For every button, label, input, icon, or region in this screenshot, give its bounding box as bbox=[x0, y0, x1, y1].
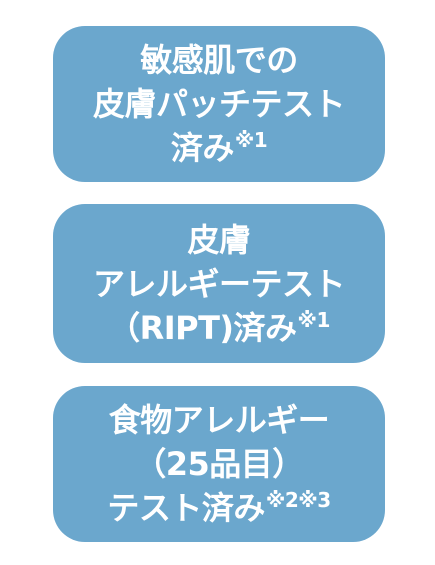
badge-1-line-1: 敏感肌での bbox=[140, 41, 298, 79]
badge-3-footnote-mark: ※2※3 bbox=[265, 488, 331, 513]
badge-1-line-3: 済み※1 bbox=[170, 126, 268, 170]
badge-1-footnote-mark: ※1 bbox=[234, 128, 268, 153]
badge-2-line-3-text: （RIPT)済み bbox=[108, 308, 297, 347]
badge-3-line-1: 食物アレルギー bbox=[108, 401, 330, 439]
badge-1-line-2: 皮膚パッチテスト bbox=[92, 85, 346, 123]
food-allergy-test-badge: 食物アレルギー （25品目） テスト済み※2※3 bbox=[53, 386, 385, 542]
badge-3-line-2: （25品目） bbox=[134, 445, 304, 483]
skin-allergy-ript-test-badge: 皮膚 アレルギーテスト （RIPT)済み※1 bbox=[53, 204, 385, 363]
badge-2-footnote-mark: ※1 bbox=[297, 307, 331, 332]
badge-2-line-3: （RIPT)済み※1 bbox=[108, 306, 330, 350]
badge-3-line-3: テスト済み※2※3 bbox=[107, 486, 331, 530]
badge-2-line-1: 皮膚 bbox=[187, 220, 251, 259]
badge-2-line-2: アレルギーテスト bbox=[92, 264, 346, 303]
sensitive-skin-patch-test-badge: 敏感肌での 皮膚パッチテスト 済み※1 bbox=[53, 26, 385, 182]
badge-3-line-3-text: テスト済み bbox=[107, 489, 265, 527]
badge-1-line-3-text: 済み bbox=[170, 129, 235, 167]
